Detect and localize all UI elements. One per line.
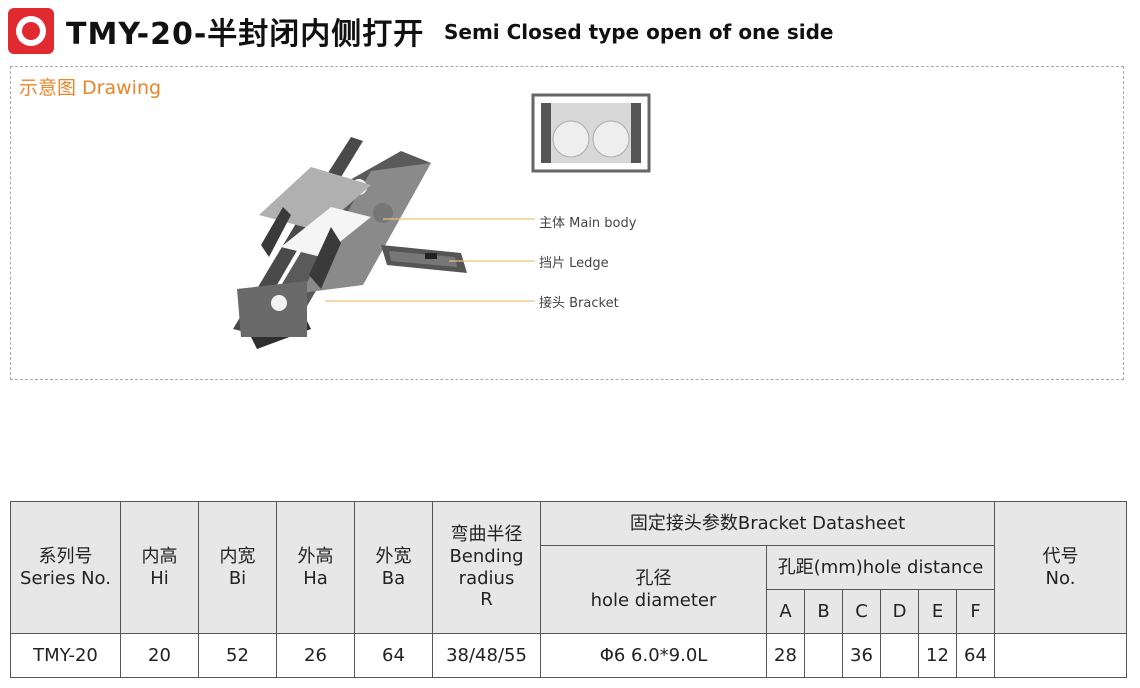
logo-core <box>22 22 40 40</box>
cell-ba: 64 <box>354 633 433 678</box>
table-row: TMY-20 20 52 26 64 38/48/55 Φ6 6.0*9.0L … <box>10 633 1127 678</box>
callout-ledge: 挡片 Ledge <box>539 256 609 271</box>
header-bracket-datasheet: 固定接头参数Bracket Datasheet <box>540 501 995 546</box>
cell-radius: 38/48/55 <box>432 633 541 678</box>
cell-bi: 52 <box>198 633 277 678</box>
chain-body <box>233 137 431 349</box>
page-header: TMY-20-半封闭内侧打开 Semi Closed type open of … <box>8 6 1132 54</box>
header-hole-distance: 孔距(mm)hole distance <box>766 545 995 590</box>
cell-d <box>880 633 919 678</box>
cell-hi: 20 <box>120 633 199 678</box>
header-a: A <box>766 589 805 634</box>
callout-bracket: 接头 Bracket <box>539 296 619 311</box>
ledge-part <box>381 245 467 273</box>
cell-a: 28 <box>766 633 805 678</box>
cell-b <box>804 633 843 678</box>
cell-code <box>994 633 1127 678</box>
cell-hole-diameter: Φ6 6.0*9.0L <box>540 633 767 678</box>
drawing-label: 示意图 Drawing <box>19 77 162 99</box>
cell-series: TMY-20 <box>10 633 121 678</box>
header-b: B <box>804 589 843 634</box>
brand-logo <box>8 8 54 54</box>
page-title: TMY-20-半封闭内侧打开 <box>66 17 425 52</box>
cell-ha: 26 <box>276 633 355 678</box>
cell-f: 64 <box>956 633 995 678</box>
header-c: C <box>842 589 881 634</box>
callout-main-body: 主体 Main body <box>539 216 637 231</box>
header-f: F <box>956 589 995 634</box>
cell-c: 36 <box>842 633 881 678</box>
cross-section-view <box>531 93 651 173</box>
chain-drawing <box>233 93 651 349</box>
cell-e: 12 <box>918 633 957 678</box>
drawing-panel: 示意图 Drawing <box>10 66 1124 380</box>
page-subtitle: Semi Closed type open of one side <box>444 20 834 44</box>
header-d: D <box>880 589 919 634</box>
header-e: E <box>918 589 957 634</box>
